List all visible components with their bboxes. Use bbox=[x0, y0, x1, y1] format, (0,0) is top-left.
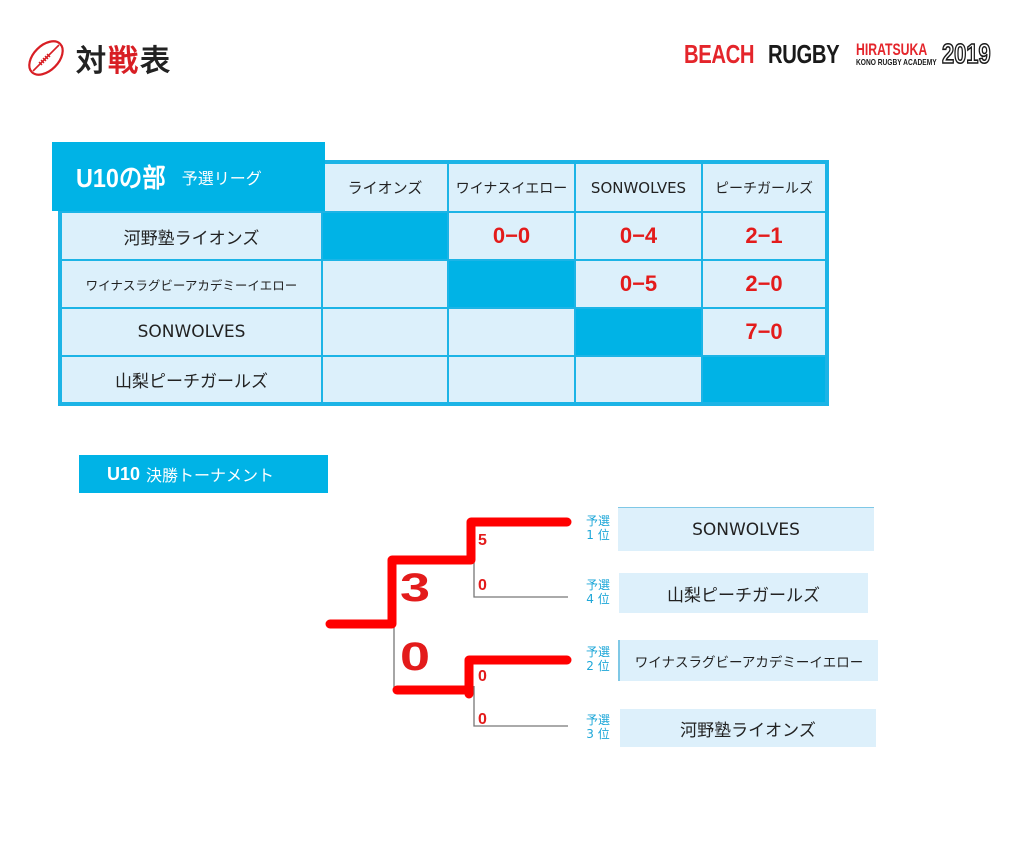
table-row: 山梨ピーチガールズ bbox=[59, 355, 828, 405]
score-cell: 0−5 bbox=[574, 259, 703, 309]
column-header: ライオンズ bbox=[321, 161, 449, 213]
diagonal-cell bbox=[574, 307, 703, 357]
empty-cell bbox=[574, 355, 703, 405]
seed-rank: 1 位 bbox=[586, 528, 610, 542]
logo-academy: KONO RUGBY ACADEMY bbox=[856, 57, 937, 68]
title-char-1: 対 bbox=[76, 44, 108, 79]
row-header: 河野塾ライオンズ bbox=[59, 211, 323, 261]
seed-label: 予選 3 位 bbox=[581, 713, 615, 741]
seed-rank: 2 位 bbox=[586, 659, 610, 673]
league-title-sub: 予選リーグ bbox=[181, 168, 262, 188]
tournament-title-main: U10 bbox=[107, 463, 141, 484]
table-row: ワイナスラグビーアカデミーイエロー 0−5 2−0 bbox=[59, 259, 828, 309]
seed-rank: 4 位 bbox=[586, 592, 610, 606]
match-score: 5 bbox=[478, 532, 487, 549]
tournament-title: U10 決勝トーナメント bbox=[79, 455, 328, 493]
bracket-team-1: SONWOLVES bbox=[618, 507, 874, 551]
logo-year: 2019 bbox=[941, 37, 991, 70]
seed-label: 予選 1 位 bbox=[581, 514, 615, 542]
match-score: 0 bbox=[478, 711, 487, 728]
empty-cell bbox=[321, 259, 449, 309]
diagonal-cell bbox=[701, 355, 828, 405]
logo-beach: BEACH bbox=[684, 38, 755, 69]
table-row: 河野塾ライオンズ 0−0 0−4 2−1 bbox=[59, 211, 828, 261]
seed-line: 予選 bbox=[585, 578, 610, 592]
tournament-title-sub: 決勝トーナメント bbox=[146, 466, 275, 485]
league-title-main: U10の部 bbox=[76, 163, 166, 193]
title-char-3: 表 bbox=[140, 44, 172, 79]
logo-rugby: RUGBY bbox=[768, 38, 840, 69]
empty-cell bbox=[447, 307, 576, 357]
diagonal-cell bbox=[321, 211, 449, 261]
title-char-2: 戦 bbox=[108, 44, 140, 79]
seed-line: 予選 bbox=[585, 645, 610, 659]
score-cell: 7−0 bbox=[701, 307, 828, 357]
empty-cell bbox=[447, 355, 576, 405]
column-header: SONWOLVES bbox=[574, 161, 703, 213]
score-cell: 0−4 bbox=[574, 211, 703, 261]
seed-line: 予選 bbox=[585, 713, 610, 727]
logo-subtitle: HIRATSUKA KONO RUGBY ACADEMY bbox=[856, 41, 940, 67]
logo-hiratsuka: HIRATSUKA bbox=[856, 40, 928, 60]
seed-line: 予選 bbox=[585, 514, 610, 528]
column-header: ピーチガールズ bbox=[701, 161, 828, 213]
empty-cell bbox=[321, 355, 449, 405]
league-table: ライオンズ ワイナスイエロー SONWOLVES ピーチガールズ 河野塾ライオン… bbox=[58, 160, 829, 406]
seed-rank: 3 位 bbox=[586, 727, 610, 741]
row-header: 山梨ピーチガールズ bbox=[59, 355, 323, 405]
diagonal-cell bbox=[447, 259, 576, 309]
seed-label: 予選 2 位 bbox=[581, 645, 615, 673]
row-header: ワイナスラグビーアカデミーイエロー bbox=[59, 259, 323, 309]
final-score-top: 3 bbox=[400, 566, 431, 610]
score-cell: 2−1 bbox=[701, 211, 828, 261]
column-header: ワイナスイエロー bbox=[447, 161, 576, 213]
event-logo: BEACH RUGBY HIRATSUKA KONO RUGBY ACADEMY… bbox=[684, 37, 1004, 70]
league-title: U10の部 予選リーグ bbox=[52, 142, 325, 211]
table-row: SONWOLVES 7−0 bbox=[59, 307, 828, 357]
rugby-ball-icon bbox=[28, 40, 64, 76]
score-cell: 0−0 bbox=[447, 211, 576, 261]
page-title: 対戦表 bbox=[24, 36, 172, 80]
empty-cell bbox=[321, 307, 449, 357]
bracket-team-4: 河野塾ライオンズ bbox=[620, 709, 876, 747]
match-score: 0 bbox=[478, 577, 487, 594]
match-score: 0 bbox=[478, 668, 487, 685]
table-header-row: ライオンズ ワイナスイエロー SONWOLVES ピーチガールズ bbox=[60, 161, 828, 213]
bracket-team-2: 山梨ピーチガールズ bbox=[619, 573, 868, 613]
final-score-bottom: 0 bbox=[400, 635, 431, 679]
bracket-team-3: ワイナスラグビーアカデミーイエロー bbox=[618, 640, 878, 681]
title-text: 対戦表 bbox=[76, 36, 172, 80]
row-header: SONWOLVES bbox=[59, 307, 323, 357]
score-cell: 2−0 bbox=[701, 259, 828, 309]
seed-label: 予選 4 位 bbox=[581, 578, 615, 606]
